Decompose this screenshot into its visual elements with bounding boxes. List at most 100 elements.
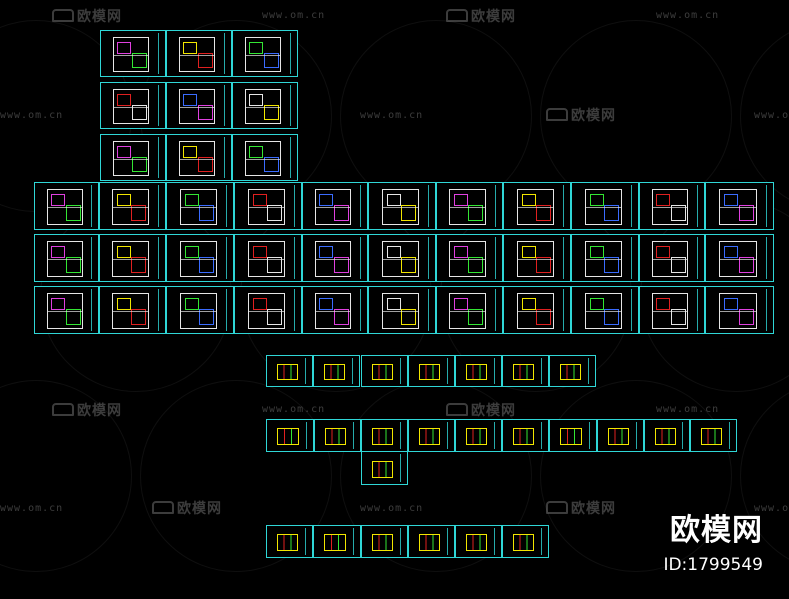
plan-room-outline	[536, 309, 552, 325]
floor-plan-sheet	[166, 234, 234, 282]
plan-room-outline	[113, 259, 148, 260]
elevation-drawing	[372, 461, 393, 478]
floor-plan-drawing	[517, 293, 554, 329]
plan-room-outline	[319, 298, 334, 311]
elevation-drawing	[513, 428, 534, 445]
floor-plan-sheet	[368, 182, 436, 230]
plan-room-outline	[653, 259, 687, 260]
elevation-sheet	[266, 419, 314, 452]
elevation-drawing	[372, 428, 393, 445]
plan-room-outline	[720, 207, 756, 208]
plan-room-outline	[184, 298, 199, 311]
floor-plan-drawing	[180, 241, 217, 277]
plan-room-outline	[184, 246, 199, 259]
plan-room-outline	[720, 311, 756, 312]
plan-room-outline	[113, 207, 148, 208]
elevation-sheet	[502, 355, 549, 387]
watermark-url: www.om.cn	[262, 404, 326, 415]
plan-room-outline	[401, 257, 417, 273]
elevation-drawing	[372, 364, 393, 380]
elevation-sheet	[549, 355, 596, 387]
elevation-drawing	[701, 428, 722, 445]
plan-room-outline	[197, 104, 213, 121]
plan-room-outline	[670, 205, 686, 221]
plan-room-outline	[450, 207, 485, 208]
elevation-sheet	[455, 355, 502, 387]
plan-room-outline	[316, 207, 350, 208]
elevation-drawing	[372, 534, 393, 551]
plan-room-outline	[450, 259, 485, 260]
plan-room-outline	[738, 257, 755, 273]
floor-plan-drawing	[248, 189, 285, 225]
elevation-drawing	[419, 364, 440, 380]
watermark-url: www.om.cn	[754, 110, 789, 121]
plan-room-outline	[181, 207, 216, 208]
elevation-sheet	[549, 419, 597, 452]
floor-plan-drawing	[585, 241, 622, 277]
floor-plan-sheet	[166, 182, 234, 230]
floor-plan-drawing	[382, 189, 419, 225]
floor-plan-sheet	[503, 182, 571, 230]
elevation-drawing	[513, 364, 534, 380]
plan-room-outline	[386, 194, 401, 207]
watermark-url: www.om.cn	[656, 10, 720, 21]
plan-room-outline	[249, 259, 284, 260]
watermark-brand: 欧模网	[52, 400, 122, 420]
plan-room-outline	[383, 207, 418, 208]
plan-room-outline	[252, 194, 267, 207]
floor-plan-drawing	[47, 189, 83, 225]
elevation-sheet	[266, 525, 313, 558]
plan-room-outline	[386, 246, 401, 259]
floor-plan-sheet	[571, 234, 639, 282]
watermark-url: www.om.cn	[656, 404, 720, 415]
plan-room-outline	[453, 298, 468, 311]
watermark-circle	[540, 380, 732, 572]
plan-room-outline	[183, 93, 198, 106]
floor-plan-drawing	[112, 241, 149, 277]
plan-room-outline	[319, 194, 334, 207]
floor-plan-drawing	[719, 189, 757, 225]
plan-room-outline	[670, 309, 686, 325]
floor-plan-drawing	[652, 241, 688, 277]
watermark-url: www.om.cn	[0, 110, 64, 121]
floor-plan-sheet	[705, 286, 774, 334]
plan-room-outline	[319, 246, 334, 259]
elevation-sheet	[502, 419, 549, 452]
plan-room-outline	[518, 259, 553, 260]
plan-room-outline	[468, 309, 484, 325]
floor-plan-sheet	[234, 286, 302, 334]
plan-room-outline	[604, 205, 620, 221]
floor-plan-sheet	[166, 134, 232, 181]
floor-plan-drawing	[180, 293, 217, 329]
elevation-drawing	[655, 428, 676, 445]
floor-plan-sheet	[436, 182, 503, 230]
elevation-sheet	[408, 525, 455, 558]
floor-plan-drawing	[315, 241, 351, 277]
floor-plan-sheet	[302, 234, 368, 282]
watermark-url: www.om.cn	[754, 503, 789, 514]
floor-plan-drawing	[449, 189, 486, 225]
elevation-drawing	[277, 364, 298, 380]
plan-room-outline	[518, 207, 553, 208]
floor-plan-drawing	[47, 293, 83, 329]
plan-room-outline	[51, 298, 66, 311]
plan-room-outline	[117, 145, 132, 158]
watermark-url: www.om.cn	[360, 110, 424, 121]
elevation-sheet	[361, 451, 408, 485]
floor-plan-sheet	[100, 134, 166, 181]
floor-plan-sheet	[436, 286, 503, 334]
plan-room-outline	[521, 194, 536, 207]
elevation-sheet	[644, 419, 690, 452]
plan-room-outline	[183, 41, 198, 54]
plan-room-outline	[116, 246, 131, 259]
plan-room-outline	[723, 246, 739, 259]
floor-plan-sheet	[571, 286, 639, 334]
floor-plan-sheet	[302, 182, 368, 230]
plan-room-outline	[249, 311, 284, 312]
elevation-sheet	[361, 419, 408, 452]
plan-room-outline	[65, 309, 81, 325]
floor-plan-drawing	[585, 189, 622, 225]
watermark-url: www.om.cn	[262, 10, 326, 21]
plan-room-outline	[263, 52, 279, 69]
plan-room-outline	[720, 259, 756, 260]
